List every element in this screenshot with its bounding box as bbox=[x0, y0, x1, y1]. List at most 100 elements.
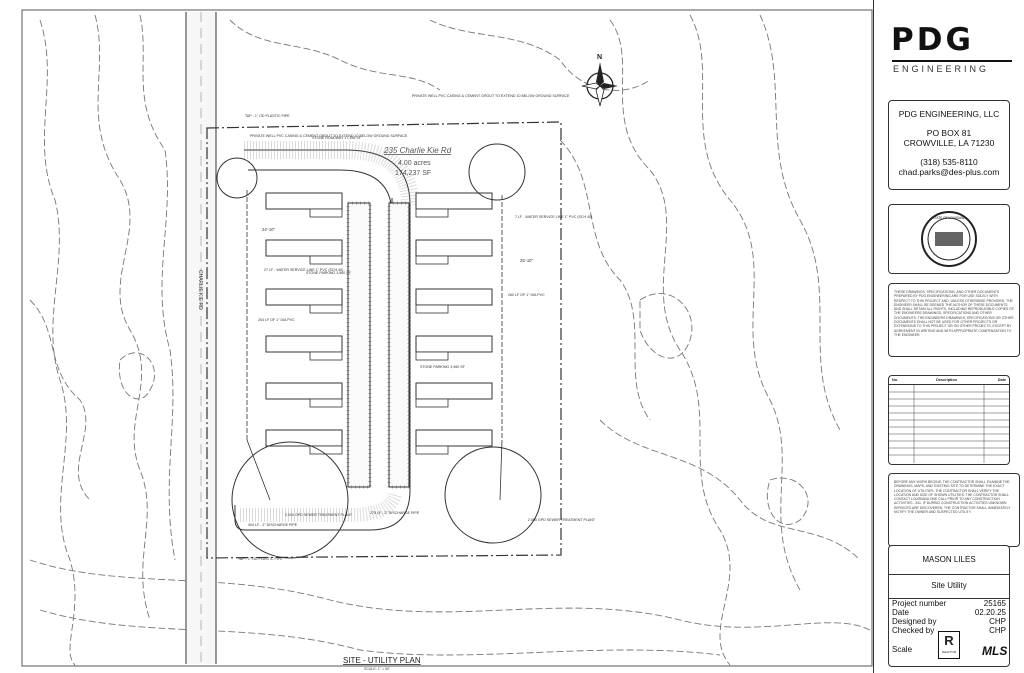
lot-left-4 bbox=[265, 335, 343, 361]
company-logo-sub: ENGINEERING bbox=[893, 64, 990, 74]
drawing-title-block: SITE - UTILITY PLAN SCALE: 1" = 50' bbox=[343, 656, 421, 671]
lot-left-1 bbox=[265, 192, 343, 218]
label-lf-dia-left: 204 LF OF 1" DIA PVC bbox=[258, 318, 295, 322]
private-well-right bbox=[468, 143, 526, 201]
contour-line bbox=[94, 14, 151, 621]
label-water-service-right: 7 LF - WATER SERVICE LINE 1" PVC (SCH 40… bbox=[515, 215, 592, 219]
drawing-scale: SCALE: 1" = 50' bbox=[364, 667, 390, 671]
drawing-title: SITE - UTILITY PLAN bbox=[343, 656, 421, 665]
label-tap-bottom: TAP - 1" OD PLASTIC PIPE bbox=[238, 557, 283, 561]
treatment-plant-left bbox=[231, 441, 349, 559]
callout-labels: TAP - 1" OD PLASTIC PIPE PRIVATE WELL PV… bbox=[238, 94, 596, 561]
disclaimer-text: THESE DRAWINGS, SPECIFICATIONS, AND OTHE… bbox=[894, 290, 1014, 337]
logo-rule bbox=[892, 60, 1012, 62]
contour-line bbox=[139, 14, 176, 561]
lot-right-4 bbox=[415, 335, 493, 361]
contour-line bbox=[229, 19, 441, 91]
stone-roadway bbox=[234, 141, 419, 531]
label-stone-roadway: STONE ROADWAY 17,398 SF bbox=[312, 136, 362, 140]
lot-left-5 bbox=[265, 382, 343, 408]
checked-by-label: Checked by bbox=[892, 626, 935, 635]
label-private-well-left: PRIVATE WELL PVC CASING & CEMENT GROUT T… bbox=[250, 134, 408, 138]
svg-text:N: N bbox=[597, 54, 602, 61]
label-stone-parking-left: STONE PARKING 3,960 SF bbox=[306, 271, 352, 275]
contour-line bbox=[639, 293, 693, 359]
contour-line bbox=[759, 14, 841, 431]
label-dim-a: 24'-10" bbox=[262, 227, 276, 232]
stone-parking-right bbox=[388, 202, 410, 488]
property-boundary bbox=[206, 121, 562, 559]
lot-left-2 bbox=[265, 239, 343, 265]
company-logo: PDG bbox=[891, 22, 974, 58]
mls-logo: MLS bbox=[982, 644, 1008, 658]
disclaimer-box: THESE DRAWINGS, SPECIFICATIONS, AND OTHE… bbox=[888, 283, 1020, 357]
well-circles bbox=[216, 143, 542, 559]
lot-right-6 bbox=[415, 429, 493, 455]
company-name: PDG ENGINEERING, LLC bbox=[898, 109, 1000, 119]
seal-box: STATE OF LOUISIANA bbox=[888, 204, 1010, 274]
company-phone: (318) 535-8110 bbox=[920, 156, 978, 167]
site-info: 235 Charlie Kie Rd 4.00 acres 174,237 SF bbox=[383, 146, 452, 177]
company-address-box: PDG ENGINEERING, LLC PO BOX 81 CROWVILLE… bbox=[888, 100, 1010, 190]
label-dim-b: 25'-10" bbox=[520, 258, 534, 263]
contour-line bbox=[559, 139, 651, 421]
contour-line bbox=[766, 477, 809, 525]
label-stone-parking-right: STONE PARKING 3,960 SF bbox=[420, 365, 466, 369]
revision-table: No. Description Date bbox=[888, 375, 1010, 465]
project-number-label: Project number bbox=[892, 599, 947, 608]
lot-right-2 bbox=[415, 239, 493, 265]
contour-line bbox=[599, 419, 861, 561]
contour-line bbox=[29, 299, 91, 501]
designed-by: CHP bbox=[989, 617, 1006, 626]
drawing-border bbox=[21, 9, 873, 667]
engineer-seal-icon: STATE OF LOUISIANA bbox=[921, 211, 977, 267]
contour-line bbox=[609, 19, 731, 666]
label-water-service-left: 27 LF - WATER SERVICE LINE 1" PVC (SCH 4… bbox=[264, 268, 343, 272]
rev-header-date: Date bbox=[997, 378, 1006, 382]
company-po-box: PO BOX 81 bbox=[926, 127, 972, 138]
project-date: 02.20.25 bbox=[974, 608, 1006, 617]
utility-note-text: BEFORE ANY WORK BEGINS, THE CONTRACTOR S… bbox=[894, 480, 1011, 515]
lot-right-3 bbox=[415, 288, 493, 314]
checked-by: CHP bbox=[989, 626, 1006, 635]
water-service-lines bbox=[246, 190, 503, 501]
topographic-contours bbox=[29, 14, 871, 666]
date-label: Date bbox=[892, 608, 909, 617]
north-arrow: N bbox=[581, 54, 618, 107]
seal-text: STATE OF LOUISIANA bbox=[933, 216, 967, 220]
label-discharge-left: 404 LF - 2" DISCHARGE PIPE bbox=[248, 523, 298, 527]
rev-header-no: No. bbox=[892, 378, 899, 382]
contour-line bbox=[118, 352, 156, 400]
project-number: 25165 bbox=[983, 599, 1006, 608]
realtor-mark: R bbox=[944, 633, 954, 648]
site-address: 235 Charlie Kie Rd bbox=[383, 146, 452, 155]
realtor-logo: R REALTOR bbox=[938, 631, 960, 659]
company-email: chad.parks@des-plus.com bbox=[898, 167, 1000, 177]
lot-left-3 bbox=[265, 288, 343, 314]
contour-line bbox=[29, 559, 871, 631]
treatment-plant-right bbox=[444, 446, 542, 544]
label-private-well-right: PRIVATE WELL PVC CASING & CEMENT GROUT T… bbox=[412, 94, 570, 98]
label-lf-dia-right: 260 LF OF 1" DIA PVC bbox=[508, 293, 545, 297]
lot-buildings bbox=[265, 192, 493, 455]
contour-line bbox=[429, 19, 651, 91]
label-treatment-right: 2,000 GPD SEWER TREATMENT PLANT bbox=[528, 518, 596, 522]
client-name: MASON LILES bbox=[922, 555, 976, 564]
sheet-name: Site Utility bbox=[931, 581, 967, 590]
site-acres: 4.00 acres bbox=[398, 160, 431, 167]
company-city: CROWVILLE, LA 71230 bbox=[903, 138, 995, 148]
site-sf: 174,237 SF bbox=[395, 170, 431, 177]
road-name-label: CHARLIE KIE RD bbox=[197, 270, 203, 310]
contour-line bbox=[689, 14, 801, 591]
revision-grid bbox=[889, 385, 1009, 463]
contour-line bbox=[39, 19, 76, 666]
contour-line bbox=[39, 609, 721, 656]
label-tap-top: TAP - 1" OD PLASTIC PIPE bbox=[245, 114, 290, 118]
label-discharge-mid: 275 LF - 2" DISCHARGE PIPE bbox=[370, 511, 420, 515]
realtor-text: REALTOR bbox=[942, 650, 956, 654]
rev-header-description: Description bbox=[936, 378, 957, 382]
designed-by-label: Designed by bbox=[892, 617, 937, 626]
project-box: MASON LILES Site Utility Project number … bbox=[888, 545, 1010, 667]
